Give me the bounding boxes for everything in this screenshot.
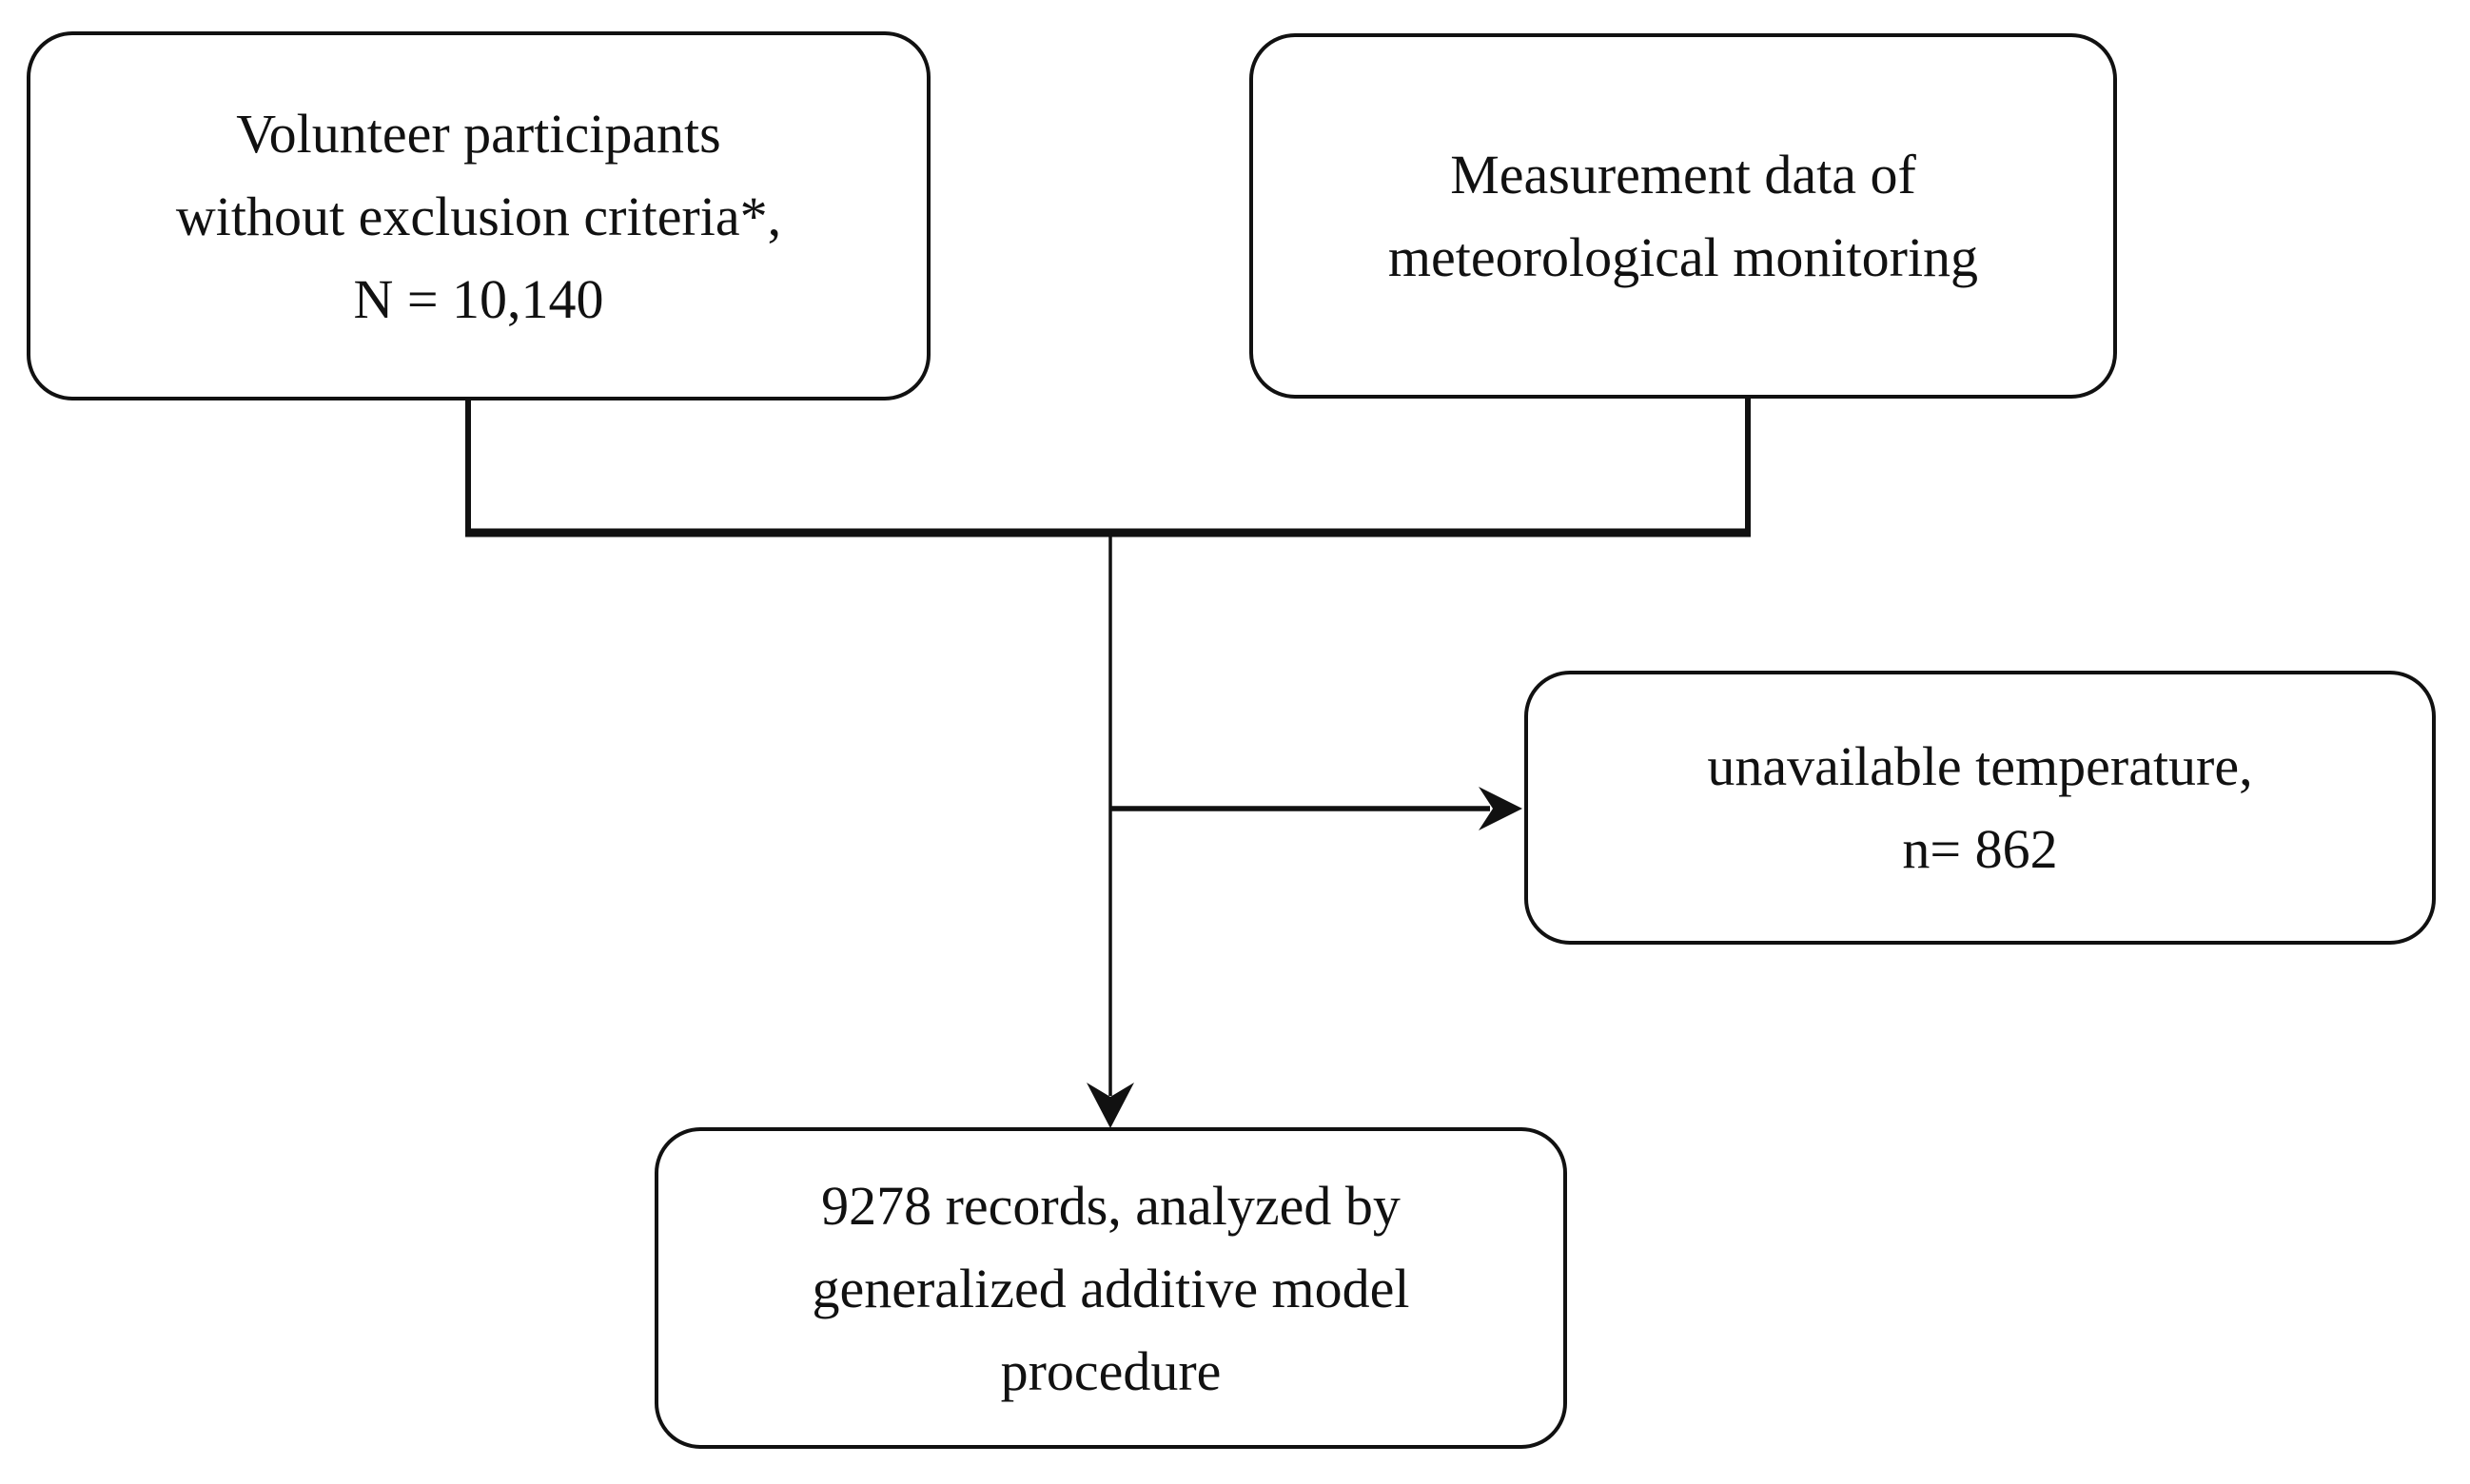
node-text-line: n= 862 <box>1902 818 2058 880</box>
node-text-line: meteorological monitoring <box>1387 226 1979 288</box>
right-arrowhead-icon <box>1479 787 1522 830</box>
node-volunteer-participants-text: Volunteer participants without exclusion… <box>176 92 781 341</box>
node-text-line: unavailable temperature, <box>1707 735 2253 797</box>
node-meteorological-data-text: Measurement data of meteorological monit… <box>1388 133 1978 299</box>
node-text-line: 9278 records, analyzed by <box>821 1174 1401 1237</box>
node-volunteer-participants: Volunteer participants without exclusion… <box>27 31 931 400</box>
node-analyzed-records: 9278 records, analyzed by generalized ad… <box>655 1127 1567 1449</box>
node-text-line: Volunteer participants <box>236 102 721 165</box>
node-meteorological-data: Measurement data of meteorological monit… <box>1249 33 2117 399</box>
node-unavailable-temperature-text: unavailable temperature, n= 862 <box>1707 725 2252 890</box>
node-unavailable-temperature: unavailable temperature, n= 862 <box>1524 671 2436 945</box>
node-text-line: without exclusion criteria*, <box>175 185 782 247</box>
down-arrowhead-icon <box>1087 1083 1134 1128</box>
node-analyzed-records-text: 9278 records, analyzed by generalized ad… <box>812 1164 1409 1413</box>
node-text-line: N = 10,140 <box>353 267 604 330</box>
node-text-line: generalized additive model <box>812 1257 1410 1319</box>
node-text-line: Measurement data of <box>1450 144 1916 205</box>
node-text-line: procedure <box>1000 1339 1222 1402</box>
